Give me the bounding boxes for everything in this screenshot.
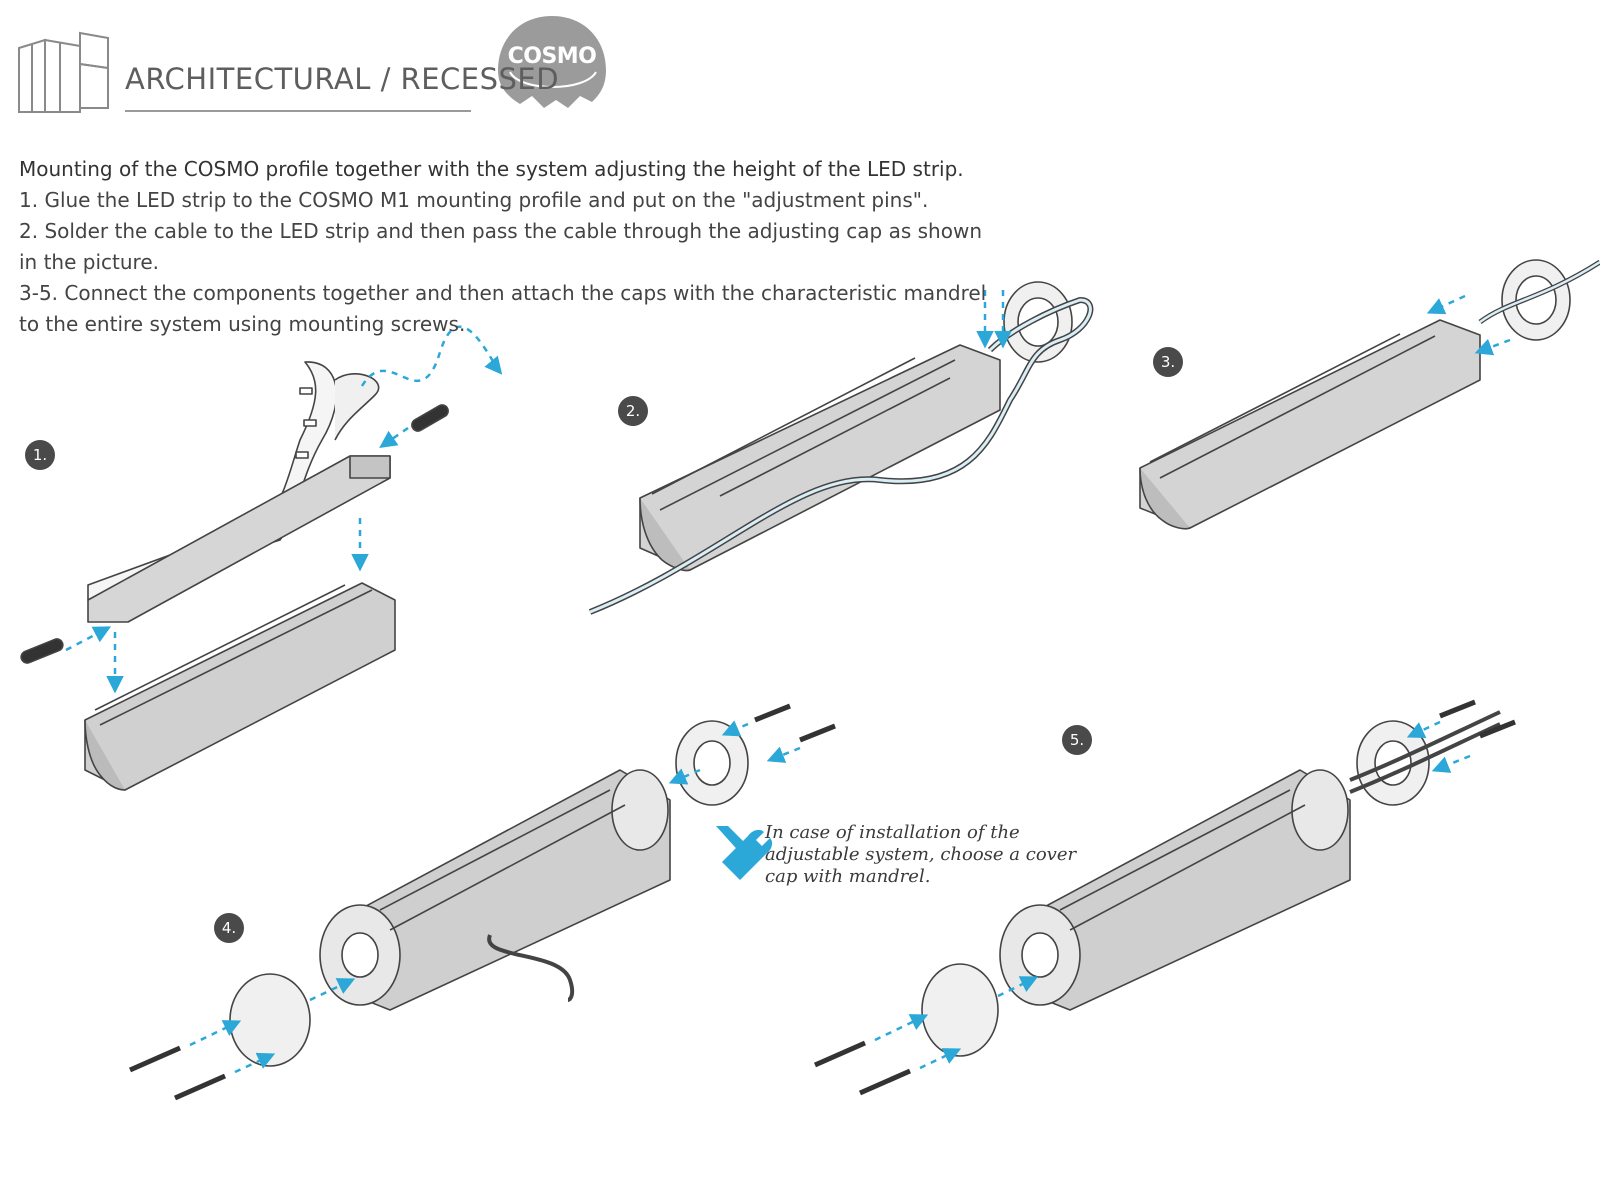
step4-arrows [189,720,801,1074]
header-divider [125,110,471,112]
step-badge-2: 2. [618,396,648,426]
instruction-line: 2. Solder the cable to the LED strip and… [19,219,982,243]
note-line: In case of installation of the [765,822,1020,843]
step-badge-4: 4. [214,913,244,943]
step-badge-3: 3. [1153,347,1183,377]
step3-illustration [1139,259,1600,530]
step1-illustration [20,361,449,791]
instruction-line: 1. Glue the LED strip to the COSMO M1 mo… [19,188,929,212]
instruction-line: in the picture. [19,250,159,274]
instruction-line: 3-5. Connect the components together and… [19,281,987,305]
tools-icon [716,826,773,880]
brand-badge-label: COSMO [507,44,597,69]
step5-arrows [874,720,1471,1070]
step1-arrows [65,325,503,694]
step5-illustration [813,699,1516,1096]
note-line: cap with mandrel. [765,866,931,887]
instruction-line: to the entire system using mounting scre… [19,312,466,336]
building-icon [18,31,109,113]
installation-note: In case of installation of the adjustabl… [765,822,1095,888]
step3-arrows [1426,294,1511,356]
instructions-block: Mounting of the COSMO profile together w… [19,154,987,340]
step2-illustration [588,281,1094,615]
instructions-heading: Mounting of the COSMO profile together w… [19,157,964,181]
cosmo-badge [498,16,606,108]
note-line: adjustable system, choose a cover [765,844,1077,865]
page-title: ARCHITECTURAL / RECESSED [125,62,560,96]
step2-arrows [976,290,1012,349]
step4-illustration [128,703,836,1101]
step-badge-5: 5. [1062,725,1092,755]
step-badge-1: 1. [25,440,55,470]
